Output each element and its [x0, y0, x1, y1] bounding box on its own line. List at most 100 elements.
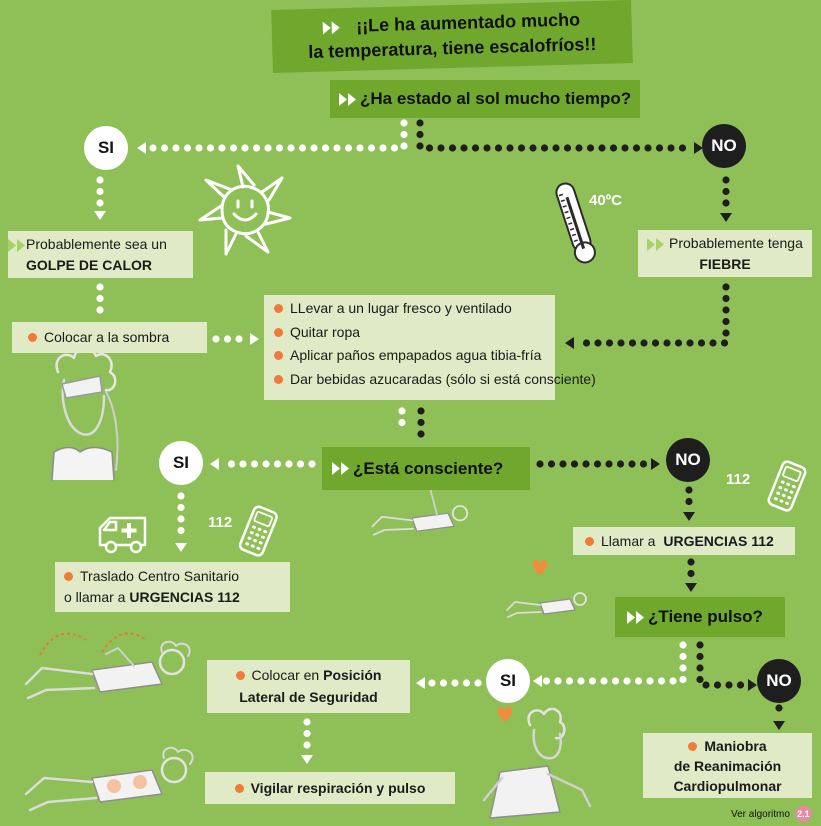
connector-arrowhead: [416, 677, 425, 689]
measure-item: Aplicar paños empapados agua tibia-fría: [274, 344, 555, 368]
sketch-arm: [482, 772, 592, 808]
algorithm-badge: 2.1: [794, 806, 812, 822]
connector-dot: [398, 418, 406, 427]
sketch-legs: [24, 776, 98, 812]
connector-dot: [96, 176, 104, 184]
connector-dot: [400, 119, 408, 127]
connector-dot: [575, 144, 583, 152]
sketch-mark: [107, 779, 121, 793]
connector-dot: [720, 339, 729, 347]
bullet-icon: [585, 537, 594, 546]
sketch-head: [451, 505, 469, 522]
phone-keypad: [773, 480, 796, 505]
connector-dot: [678, 144, 687, 152]
connector-dot: [722, 306, 730, 314]
connector-dot: [439, 679, 448, 687]
connector-dot: [177, 515, 185, 523]
recovery-line-1: Colocar en Posición: [207, 664, 410, 686]
title-line-1: ¡¡Le ha aumentado mucho: [271, 6, 632, 41]
connector-dot: [685, 497, 693, 506]
connector-dot: [379, 144, 387, 152]
connector-dot: [563, 144, 572, 152]
connector-dot: [644, 144, 652, 152]
call-emergency-box: Llamar a URGENCIAS 112: [573, 527, 795, 555]
title-banner: ¡¡Le ha aumentado mucho la temperatura, …: [271, 0, 633, 74]
see-algorithm-link[interactable]: Ver algoritmo 2.1: [731, 806, 812, 822]
transfer-text: Traslado Centro Sanitario: [80, 568, 240, 584]
emergency-service: URGENCIAS 112: [663, 533, 774, 549]
connector-dot: [722, 294, 730, 303]
connector-dot: [687, 569, 695, 578]
connector-dot: [674, 339, 683, 347]
connector-dot: [657, 677, 666, 685]
connector-no1-down: [720, 176, 732, 222]
connector-dot: [425, 144, 434, 152]
sketch-hair: [527, 707, 566, 740]
sun-smile: [232, 212, 258, 222]
connector-dot: [713, 681, 722, 689]
bullet-icon: [235, 671, 245, 680]
connector-dot: [687, 558, 695, 566]
connector-dot: [428, 679, 436, 687]
connector-dot: [262, 460, 270, 468]
connector-dot: [623, 677, 631, 685]
answer-no-circle: NO: [757, 659, 801, 703]
question-conscious: ¿Está consciente?: [322, 447, 530, 490]
connector-dot: [448, 144, 457, 152]
ambulance-cross: [121, 523, 137, 538]
sun-face-outline: [220, 184, 270, 236]
connector-fever-to-measures: [565, 283, 730, 349]
arrow-shape: [8, 238, 16, 252]
connector-arrowhead: [748, 679, 757, 691]
fever-text: Probablemente tenga: [669, 235, 803, 251]
connector-measures-no: [417, 407, 425, 438]
connector-dot: [451, 679, 459, 687]
connector-dot: [273, 460, 282, 468]
measure-item: LLevar a un lugar fresco y ventilado: [274, 297, 555, 321]
measure-text: Quitar ropa: [290, 323, 361, 340]
thermometer-icon: [555, 182, 596, 264]
connector-arrowhead: [210, 458, 219, 470]
thermometer-scale: [558, 193, 578, 242]
sketch-arm: [429, 487, 439, 517]
connector-dot: [172, 144, 180, 152]
double-arrow-icon: [647, 237, 665, 251]
connector-arrowhead: [137, 142, 146, 154]
double-arrow-icon: [323, 21, 341, 35]
connector-dot: [540, 144, 549, 152]
connector-dot: [356, 144, 364, 152]
connector-dot: [628, 339, 637, 347]
connector-dot: [722, 176, 730, 184]
connector-dot: [218, 144, 226, 152]
connector-dot: [775, 704, 783, 712]
sketch-head: [158, 648, 186, 676]
connector-dot: [582, 339, 591, 347]
phone-screen: [253, 510, 273, 528]
bullet-icon: [274, 304, 283, 313]
connector-dot: [333, 144, 341, 152]
question-text: ¿Ha estado al sol mucho tiempo?: [360, 89, 632, 108]
measure-text: LLevar a un lugar fresco y ventilado: [290, 300, 512, 316]
connector-dot: [646, 677, 654, 685]
phone-body: [238, 505, 278, 557]
recovery-text-bold: Posición: [323, 667, 382, 683]
bullet-icon: [64, 572, 73, 581]
emergency-number-label: 112: [726, 471, 751, 488]
connector-dot: [588, 677, 597, 685]
connector-call-down: [685, 558, 697, 592]
shade-text: Colocar a la sombra: [44, 329, 170, 345]
connector-dot: [96, 199, 104, 207]
sketch-legs: [24, 666, 96, 700]
connector-dot: [195, 144, 203, 152]
ambulance-wheel: [104, 540, 118, 554]
connector-dot: [303, 718, 311, 726]
arrow-shape: [17, 238, 25, 252]
connector-q3-no: [696, 641, 757, 691]
question-pulse: ¿Tiene pulso?: [615, 597, 785, 637]
connector-dot: [554, 677, 562, 685]
bullet-icon: [274, 327, 283, 337]
sketch-legs: [506, 601, 542, 618]
connector-dot: [679, 675, 687, 684]
answer-yes-circle: SI: [159, 441, 203, 485]
